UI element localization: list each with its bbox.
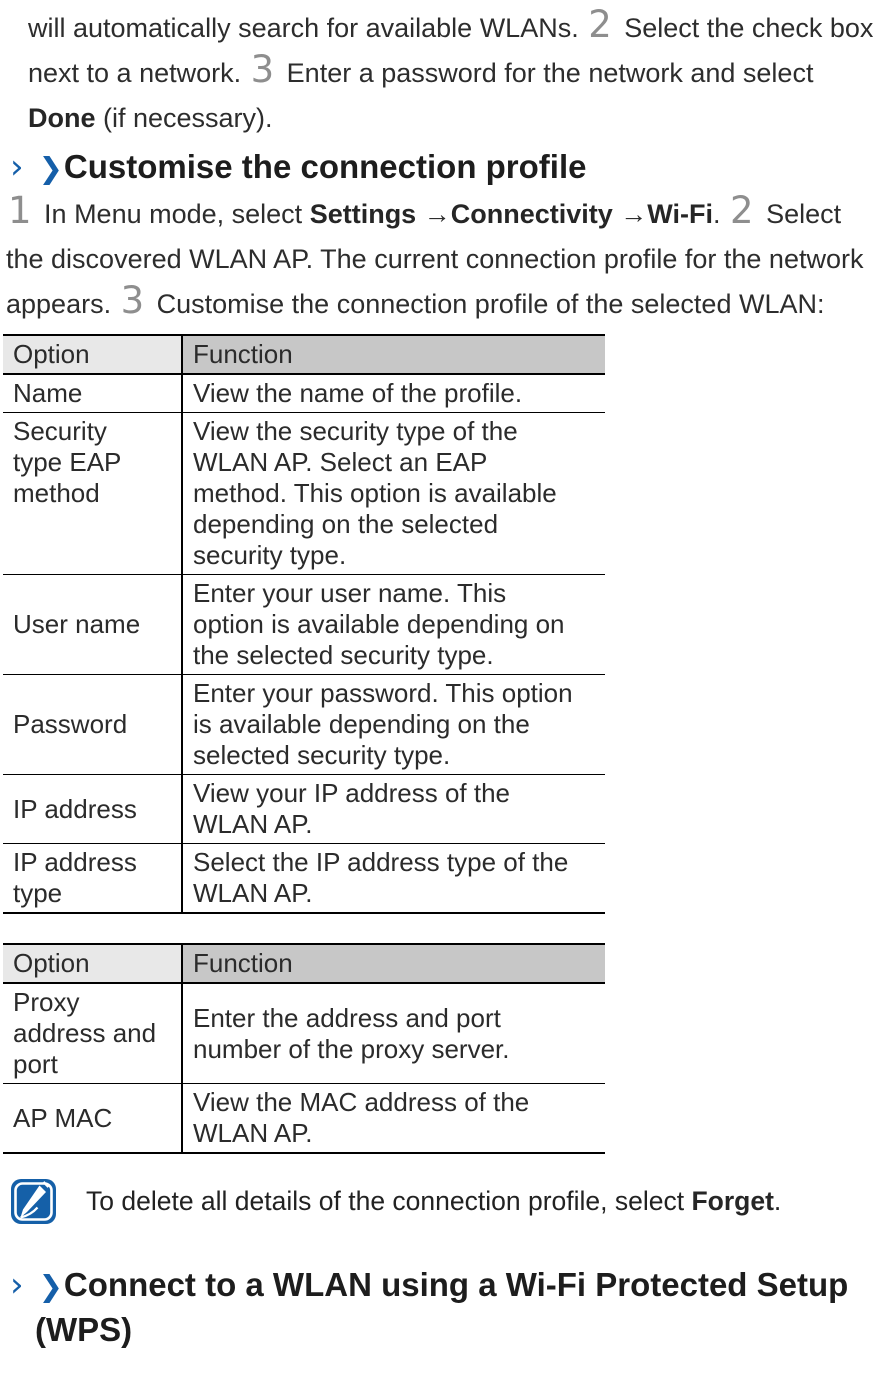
function-cell: View your IP address of the WLAN AP. <box>181 774 605 844</box>
step-number: 2 <box>588 3 612 46</box>
intro-paragraph: will automatically search for available … <box>0 0 884 141</box>
step-number: 3 <box>120 279 145 322</box>
bold-text: Connectivity <box>450 199 613 229</box>
arrow-bullet-icon: ❯ <box>38 1269 63 1303</box>
table-row: Name View the name of the profile. <box>3 374 605 413</box>
step-number: 3 <box>250 48 275 91</box>
option-cell: User name <box>3 574 182 675</box>
step-number: 2 <box>730 189 754 232</box>
arrow-bullet-icon: ❯ <box>38 151 63 185</box>
table-header-function: Function <box>181 944 605 984</box>
option-cell: IP address <box>3 774 182 844</box>
section-heading-wps: › ❯Connect to a WLAN using a Wi-Fi Protec… <box>0 1263 887 1352</box>
text-run: Enter a password for the network and sel… <box>279 58 814 88</box>
steps-paragraph: 1 In Menu mode, select Settings →Connect… <box>0 192 880 327</box>
text-run: Customise the connection profile of the … <box>149 289 825 319</box>
function-cell: Select the IP address type of the WLAN A… <box>181 843 605 913</box>
note: To delete all details of the connection … <box>10 1178 887 1225</box>
text-run: (if necessary). <box>95 103 273 133</box>
note-pencil-icon <box>11 1179 56 1224</box>
bold-text: Settings <box>309 199 417 229</box>
bold-text: Done <box>28 103 96 133</box>
note-text: To delete all details of the connection … <box>86 1185 781 1218</box>
chevron-right-icon: › <box>10 147 24 187</box>
section-heading-customise-profile: › ❯Customise the connection profile <box>0 145 887 190</box>
function-cell: Enter your user name. This option is ava… <box>181 574 605 675</box>
section-title: Connect to a WLAN using a Wi-Fi Protecte… <box>35 1266 849 1348</box>
function-cell: View the name of the profile. <box>181 374 605 413</box>
table-header-option: Option <box>3 335 182 375</box>
bold-text: Forget <box>691 1186 774 1216</box>
function-cell: View the security type of the WLAN AP. S… <box>181 412 605 575</box>
text-run: → <box>612 199 648 229</box>
text-run: Select the check box next to a network. <box>28 13 874 88</box>
function-cell: View the MAC address of the WLAN AP. <box>181 1083 605 1153</box>
text-run: . <box>773 1186 782 1216</box>
text-run: will automatically search for available … <box>28 13 587 43</box>
table-row: Proxy address and port Enter the address … <box>3 983 605 1084</box>
text-run: Select the discovered WLAN AP. The curre… <box>6 199 864 319</box>
table-header-function: Function <box>181 335 605 375</box>
option-cell: Name <box>13 378 83 408</box>
text-run: To delete all details of the connection … <box>86 1186 692 1216</box>
function-cell: Enter your password. This option is avai… <box>181 674 605 775</box>
option-cell: Proxy address and port <box>13 987 157 1079</box>
step-number: 1 <box>8 189 32 232</box>
bold-text: Wi-Fi <box>647 199 713 229</box>
text-run: . <box>713 199 729 229</box>
option-cell: Password <box>3 674 182 775</box>
table-header-option: Option <box>3 944 182 984</box>
function-cell: Enter the address and port number of the… <box>181 983 605 1084</box>
chevron-right-icon: › <box>10 1265 24 1305</box>
section-title: Customise the connection profile <box>63 148 587 185</box>
option-cell: IP address type <box>3 843 182 913</box>
text-run: → <box>416 199 451 229</box>
option-cell: Security type EAP method <box>3 412 182 575</box>
option-cell: AP MAC <box>3 1083 182 1153</box>
text-run: In Menu mode, select <box>36 199 310 229</box>
